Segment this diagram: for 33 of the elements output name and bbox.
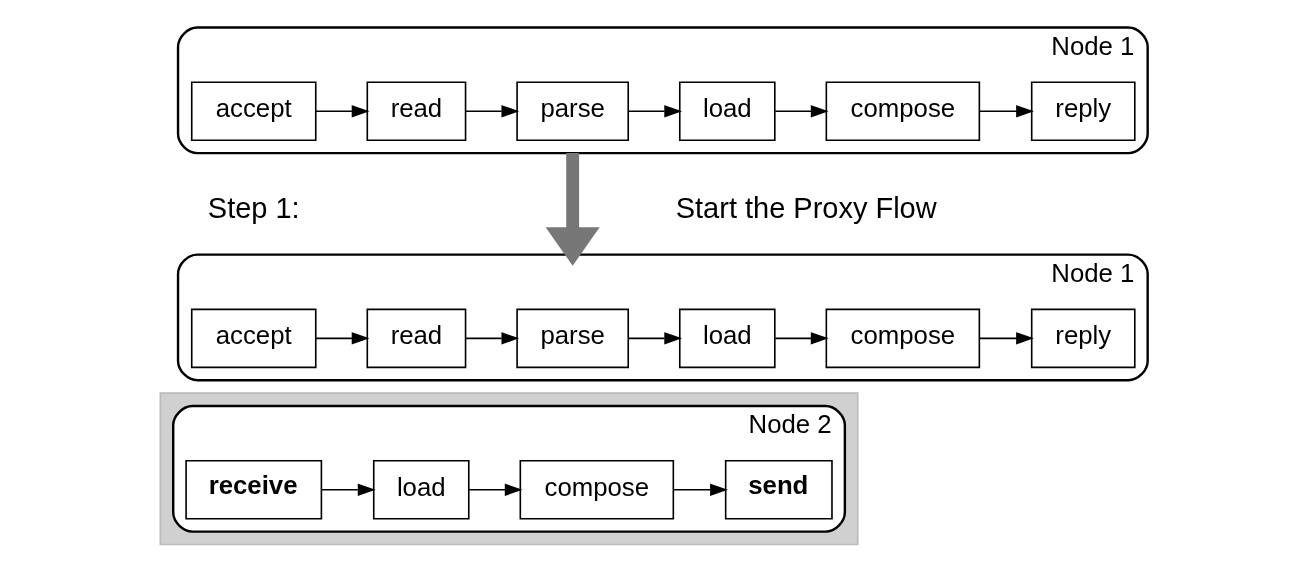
node-box: load (678, 308, 776, 369)
arrow (545, 153, 600, 266)
node-box: reply (1030, 308, 1136, 369)
arrow (321, 483, 376, 496)
node-box: reply (1030, 81, 1136, 142)
node-box: compose (519, 459, 675, 520)
arrow (315, 332, 370, 345)
node-box: load (678, 81, 776, 142)
arrow (465, 332, 520, 345)
node-box: read (366, 81, 467, 142)
node-box: accept (190, 81, 317, 142)
arrow (315, 105, 370, 118)
arrow (774, 332, 829, 345)
label: Start the Proxy Flow (675, 192, 937, 225)
node-box: compose (825, 81, 981, 142)
arrow (628, 332, 683, 345)
arrow (628, 105, 683, 118)
node-box: parse (516, 308, 630, 369)
node-box: read (366, 308, 467, 369)
node-box: send (724, 459, 833, 520)
arrow (774, 105, 829, 118)
arrow (978, 332, 1034, 345)
label: Step 1: (207, 192, 300, 225)
node-box: receive (185, 459, 323, 520)
arrow (465, 105, 520, 118)
node-box: parse (516, 81, 630, 142)
node-box: compose (825, 308, 981, 369)
arrow (468, 483, 523, 496)
node-box: accept (190, 308, 317, 369)
cluster (159, 392, 859, 546)
arrow (978, 105, 1034, 118)
arrow (672, 483, 728, 496)
node-box: load (372, 459, 470, 520)
